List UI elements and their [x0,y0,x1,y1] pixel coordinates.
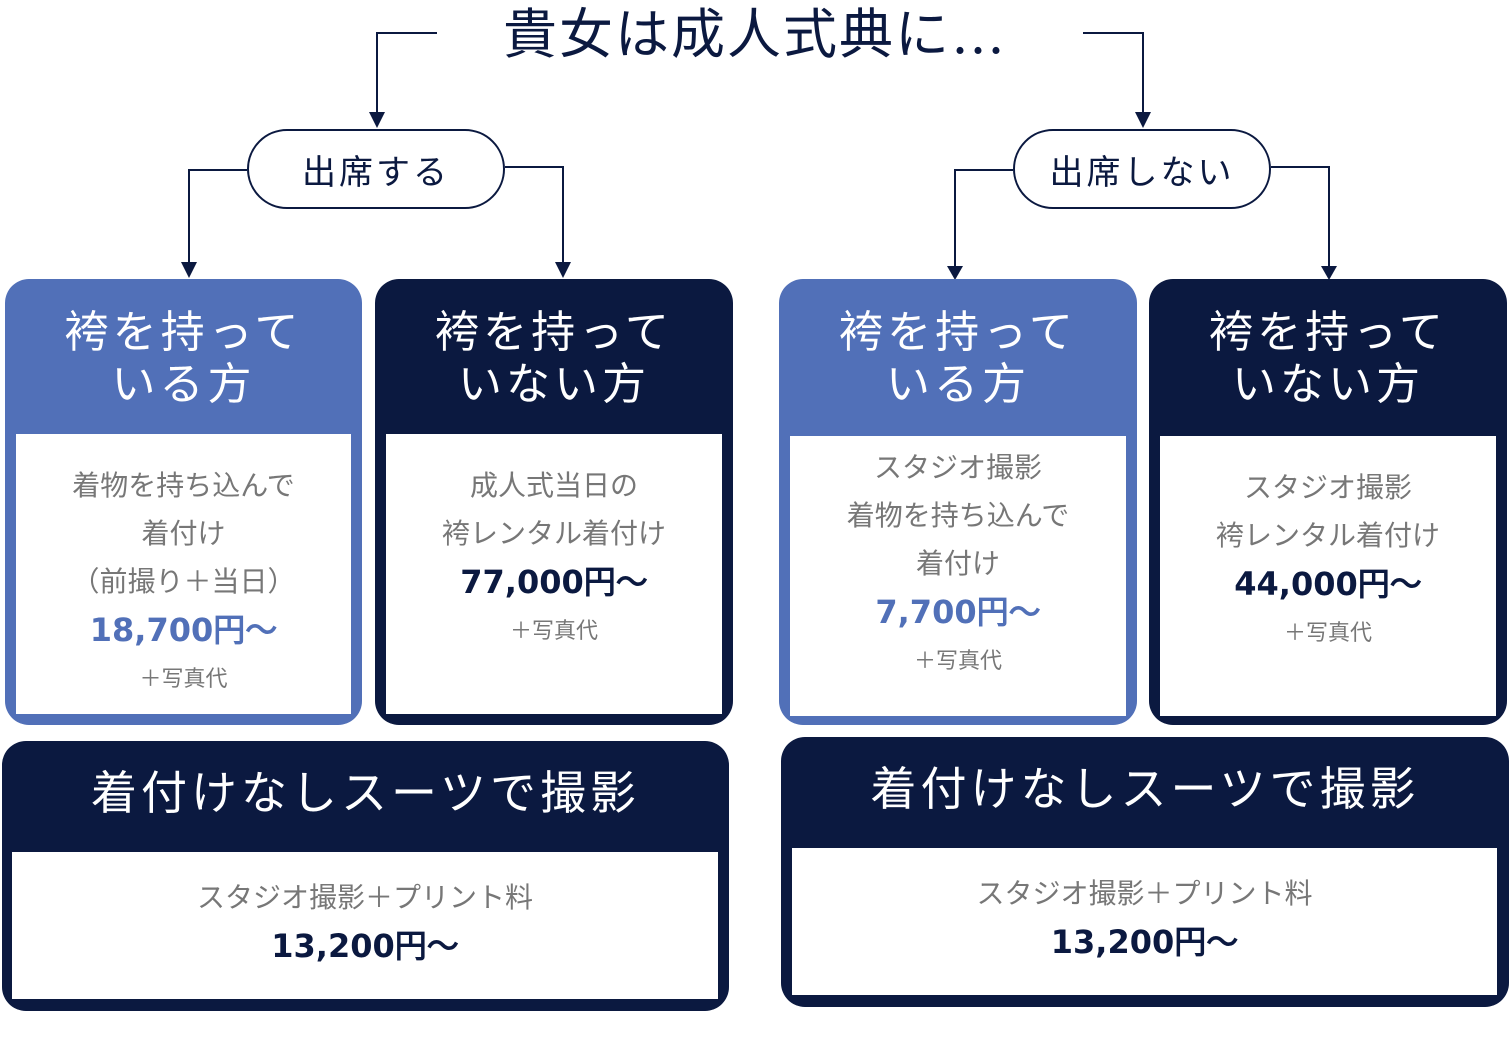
card-not-attend-has-hakama: 袴を持っている方 スタジオ撮影 着物を持ち込んで 着付け 7,700円〜 ＋写真… [779,279,1137,725]
card-line: 着付け [915,547,1000,580]
card-heading: 袴を持っている方 [839,307,1077,410]
suit-line: スタジオ撮影＋プリント料 [196,881,533,914]
price: 18,700円〜 [89,611,278,649]
card-line: スタジオ撮影 [873,451,1042,484]
card-line: 成人式当日の [469,469,638,502]
price: 13,200円〜 [1050,923,1239,961]
card-line: 袴レンタル着付け [1215,519,1440,552]
card-line: 着物を持ち込んで [846,499,1070,532]
card-not-attend-no-hakama: 袴を持っていない方 スタジオ撮影 袴レンタル着付け 44,000円〜 ＋写真代 [1149,279,1507,725]
branch-not-attend: 出席しない [1013,129,1271,209]
suit-card-attend: 着付けなしスーツで撮影 スタジオ撮影＋プリント料 13,200円〜 [2,741,729,1011]
card-heading: 袴を持っていない方 [1209,307,1447,410]
suit-heading: 着付けなしスーツで撮影 [870,762,1420,816]
card-line: （前撮り＋当日） [71,565,296,598]
card-line: スタジオ撮影 [1243,471,1412,504]
card-line: 袴レンタル着付け [441,517,666,550]
price-note: ＋写真代 [1283,621,1372,646]
card-body: スタジオ撮影 着物を持ち込んで 着付け 7,700円〜 ＋写真代 [790,436,1126,716]
suit-line: スタジオ撮影＋プリント料 [976,877,1313,910]
card-attend-has-hakama: 袴を持っている方 着物を持ち込んで 着付け （前撮り＋当日） 18,700円〜 … [5,279,362,725]
price: 44,000円〜 [1234,565,1422,603]
card-attend-no-hakama: 袴を持っていない方 成人式当日の 袴レンタル着付け 77,000円〜 ＋写真代 [375,279,733,725]
card-body: スタジオ撮影 袴レンタル着付け 44,000円〜 ＋写真代 [1160,436,1496,716]
price-note: ＋写真代 [913,649,1002,674]
price: 13,200円〜 [271,927,459,965]
suit-body: スタジオ撮影＋プリント料 13,200円〜 [12,852,718,999]
suit-heading: 着付けなしスーツで撮影 [90,766,641,820]
card-heading: 袴を持っていない方 [435,307,673,410]
price-note: ＋写真代 [509,619,598,644]
branch-attend: 出席する [247,129,505,209]
card-body: 着物を持ち込んで 着付け （前撮り＋当日） 18,700円〜 ＋写真代 [16,434,351,714]
card-heading: 袴を持っている方 [64,307,303,410]
diagram-title: 貴女は成人式典に… [0,0,1510,70]
price: 7,700円〜 [875,593,1041,631]
card-line: 着付け [141,517,226,550]
card-line: 着物を持ち込んで [72,469,295,502]
suit-card-not-attend: 着付けなしスーツで撮影 スタジオ撮影＋プリント料 13,200円〜 [781,737,1509,1007]
price-note: ＋写真代 [139,667,228,692]
price: 77,000円〜 [460,563,648,601]
suit-body: スタジオ撮影＋プリント料 13,200円〜 [792,848,1497,995]
card-body: 成人式当日の 袴レンタル着付け 77,000円〜 ＋写真代 [386,434,722,714]
